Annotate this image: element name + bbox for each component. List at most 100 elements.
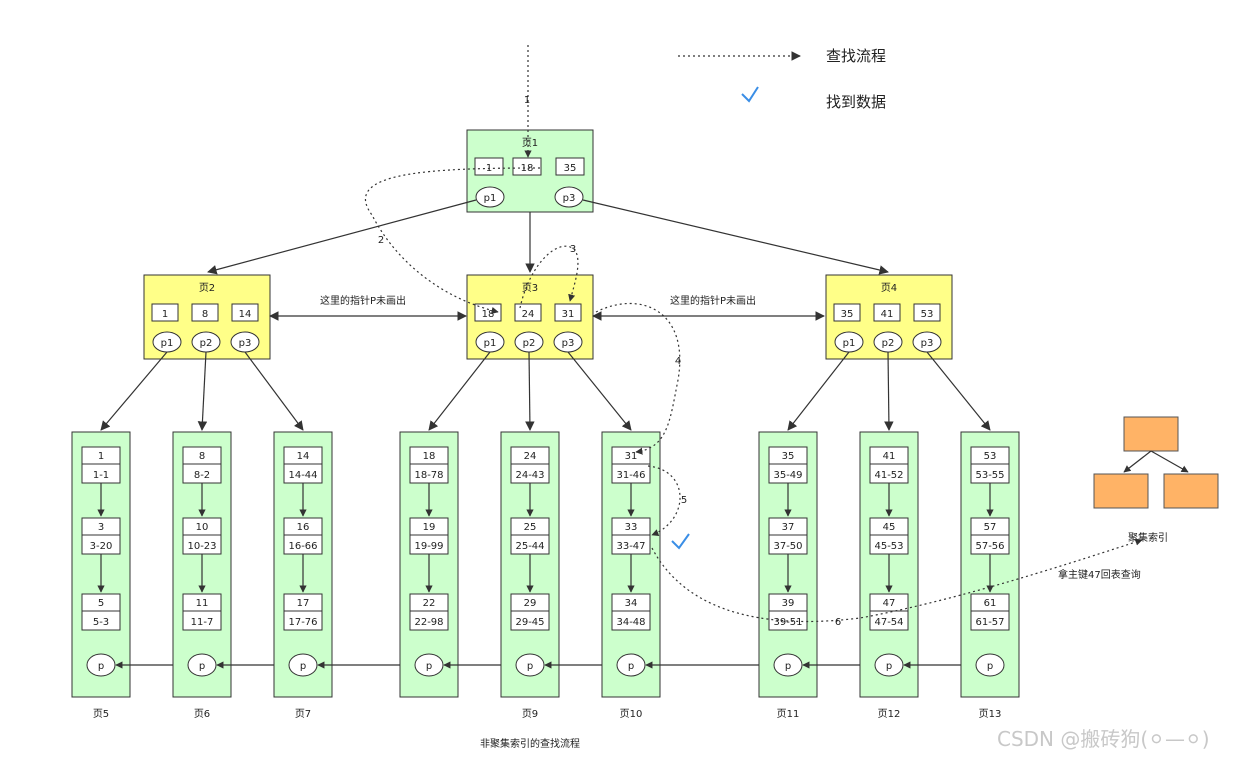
flow-step-label: 6 (835, 617, 841, 628)
leaf-pointer-label: p (886, 661, 892, 672)
leaf-key: 34 (625, 598, 638, 609)
leaf-pointer (86, 653, 116, 677)
internal-pointer-label: p3 (921, 338, 934, 349)
leaf-value: 3-20 (90, 541, 113, 552)
leaf-entry-box (869, 593, 909, 631)
internal-key: 35 (841, 309, 854, 320)
leaf-key: 18 (423, 451, 436, 462)
leaf-key: 61 (984, 598, 997, 609)
internal-key-box (151, 303, 179, 322)
leaf-key: 57 (984, 522, 997, 533)
internal-edge (525, 351, 535, 431)
flow-step-5 (647, 465, 681, 536)
leaf-label: 页7 (295, 708, 311, 720)
leaf-pointer (414, 653, 444, 677)
leaf-entry-box (283, 446, 323, 484)
leaf-value: 61-57 (975, 617, 1004, 628)
internal-title: 页3 (522, 282, 538, 294)
legend: 查找流程 找到数据 (678, 47, 886, 111)
leaf-value: 8-2 (194, 470, 210, 481)
diagram-caption: 非聚集索引的查找流程 (480, 737, 580, 750)
leaf-entry-box (510, 446, 550, 484)
leaf-entry-box (611, 446, 651, 484)
root-title: 页1 (522, 137, 538, 149)
leaf-key: 17 (297, 598, 310, 609)
leaf-value: 57-56 (975, 541, 1004, 552)
leaf-entry-box (283, 593, 323, 631)
root-key-box (474, 157, 504, 176)
found-check-icon (671, 533, 690, 550)
leaf-pointer (187, 653, 217, 677)
lookup-label: 拿主键47回表查询 (1058, 568, 1141, 581)
internal-edge (926, 351, 991, 431)
leaf-value: 1-1 (93, 470, 109, 481)
internal-pointer-label: p2 (523, 338, 536, 349)
internal-edge (428, 351, 491, 431)
root-key: 18 (521, 163, 534, 174)
watermark: CSDN @搬砖狗(⚪—⚪) (997, 727, 1210, 751)
flow-step-label: 3 (570, 244, 576, 255)
leaf-pointer-label: p (785, 661, 791, 672)
leaf-pointer-label: p (527, 661, 533, 672)
leaf-pointer-label: p (300, 661, 306, 672)
leaf-value: 34-48 (616, 617, 645, 628)
leaf-value: 10-23 (187, 541, 216, 552)
leaf-pointer (288, 653, 318, 677)
internal-key: 41 (881, 309, 894, 320)
internal-edge (197, 351, 208, 431)
leaf-entry-box (182, 593, 222, 631)
leaf-pointer-label: p (987, 661, 993, 672)
flow-step-label: 2 (378, 235, 384, 246)
leaf-value: 14-44 (288, 470, 317, 481)
leaf-key: 47 (883, 598, 896, 609)
leaf-pointer-label: p (199, 661, 205, 672)
leaf-entry-box (611, 593, 651, 631)
internal-edge (567, 351, 632, 431)
clustered-left-node (1093, 473, 1149, 509)
leaf-label: 页12 (878, 708, 901, 720)
leaf-label: 页6 (194, 708, 210, 720)
leaf-value: 45-53 (874, 541, 903, 552)
leaf-value: 5-3 (93, 617, 109, 628)
internal-edge (787, 351, 850, 431)
clustered-index-icon: 聚集索引 (1093, 416, 1219, 544)
clustered-index-label: 聚集索引 (1128, 531, 1168, 544)
leaf-entry-box (182, 446, 222, 484)
leaf-value: 24-43 (515, 470, 544, 481)
leaf-value: 37-50 (773, 541, 802, 552)
leaf-value: 29-45 (515, 617, 544, 628)
internal-key-box (191, 303, 219, 322)
leaf-key: 19 (423, 522, 436, 533)
internal-pointer-label: p1 (843, 338, 856, 349)
internal-key-box (833, 303, 861, 322)
root-key-box (512, 157, 542, 176)
leaf-entry-box (81, 517, 121, 555)
leaf-value: 22-98 (414, 617, 443, 628)
leaf-value: 53-55 (975, 470, 1004, 481)
internal-pointer-label: p1 (484, 338, 497, 349)
internal-pointer-label: p2 (882, 338, 895, 349)
clustered-top-node (1123, 416, 1179, 452)
leaf-pointer-label: p (98, 661, 104, 672)
flow-step-4 (595, 303, 681, 455)
root-pointer-label: p1 (484, 193, 497, 204)
leaf-entry-box (768, 517, 808, 555)
leaf-pointer (773, 653, 803, 677)
leaf-pointer-label: p (426, 661, 432, 672)
internal-title: 页2 (199, 282, 215, 294)
leaf-key: 41 (883, 451, 896, 462)
leaf-value: 31-46 (616, 470, 645, 481)
root-pointer (475, 186, 505, 208)
link-note-right: 这里的指针P未画出 (670, 294, 756, 307)
leaf-entry-box (970, 446, 1010, 484)
leaf-value: 25-44 (515, 541, 544, 552)
leaf-key: 39 (782, 598, 795, 609)
flow-step-6 (651, 538, 1143, 623)
